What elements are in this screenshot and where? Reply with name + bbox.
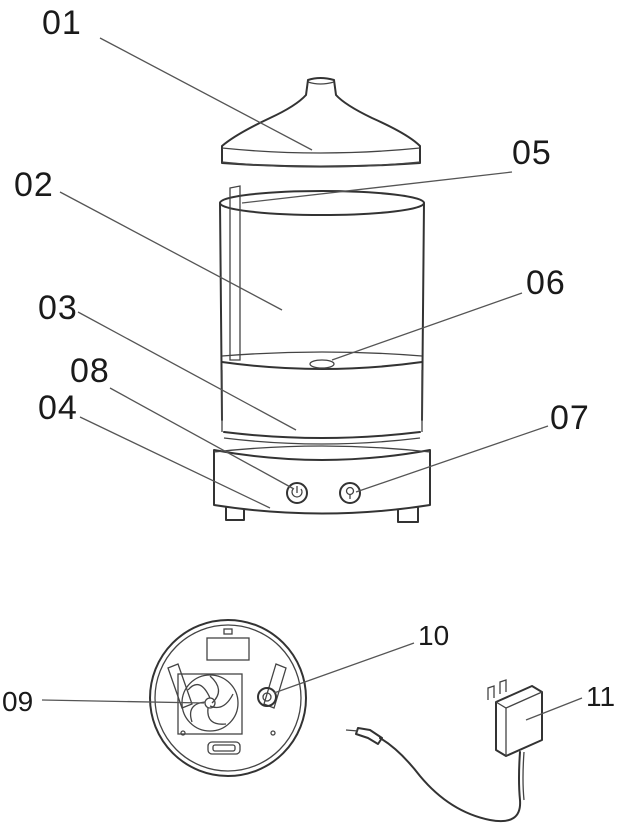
leader-03 — [77, 311, 297, 431]
label-02: 02 — [14, 166, 54, 204]
leader-09 — [41, 699, 205, 704]
label-09: 09 — [2, 686, 34, 717]
label-10: 10 — [418, 620, 450, 651]
leader-lines — [41, 37, 583, 721]
label-03: 03 — [38, 289, 78, 327]
label-08: 08 — [70, 352, 110, 390]
power-icon — [291, 486, 303, 498]
leader-11 — [525, 697, 583, 721]
leader-07 — [355, 425, 549, 493]
adapter — [345, 679, 543, 822]
bottom-view — [149, 619, 307, 777]
label-07: 07 — [550, 399, 590, 437]
base — [213, 445, 431, 523]
leader-04 — [79, 416, 271, 509]
leader-06 — [331, 292, 523, 361]
label-04: 04 — [38, 389, 78, 427]
light-button[interactable] — [339, 482, 361, 504]
power-button[interactable] — [286, 482, 308, 504]
label-06: 06 — [526, 264, 566, 302]
leader-08 — [109, 387, 295, 490]
plug-icon — [487, 679, 507, 700]
light-icon — [345, 486, 355, 499]
leader-10 — [273, 642, 415, 694]
water-tank — [219, 185, 425, 421]
label-11: 11 — [586, 681, 616, 712]
lid — [221, 77, 421, 168]
label-01: 01 — [42, 4, 82, 42]
fan-icon — [177, 673, 243, 735]
label-05: 05 — [512, 134, 552, 172]
inner-base — [221, 370, 423, 445]
leader-05 — [241, 171, 513, 204]
leader-02 — [59, 191, 283, 311]
leader-01 — [99, 37, 313, 151]
socket — [257, 687, 277, 707]
